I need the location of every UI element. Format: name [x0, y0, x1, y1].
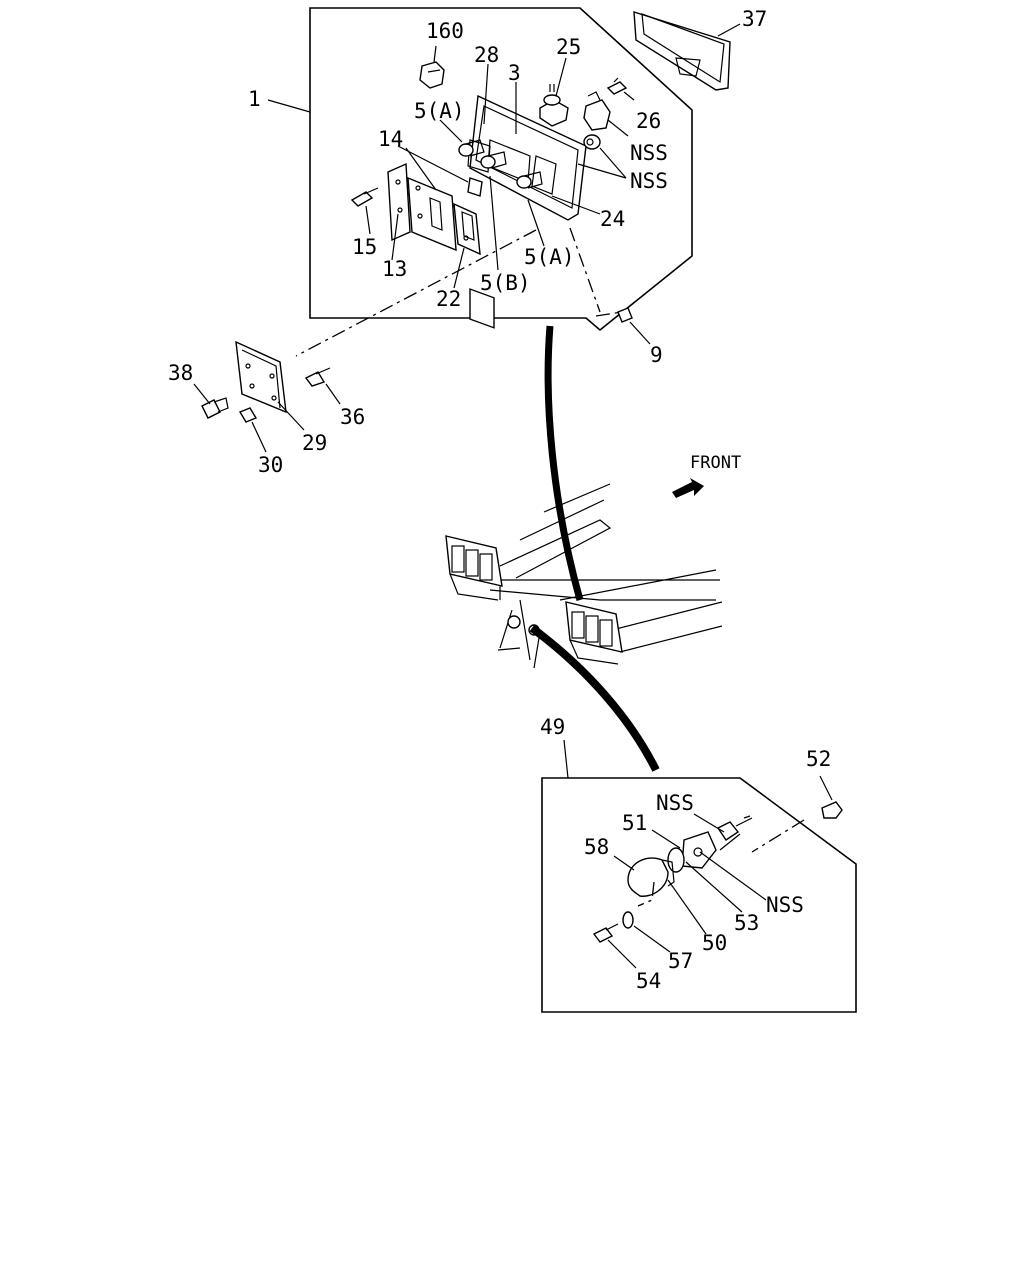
- bulb-part-58[interactable]: [627, 857, 675, 897]
- callout-51: 51: [622, 811, 647, 835]
- lamp-housing-part-3[interactable]: [467, 94, 587, 329]
- callout-nss-d: NSS: [766, 893, 804, 917]
- callout-30: 30: [258, 453, 283, 477]
- screw-part-15[interactable]: [350, 187, 379, 207]
- bulb-5a-top[interactable]: [458, 139, 485, 157]
- clip-part-26[interactable]: [583, 91, 611, 131]
- lens-part-22[interactable]: [453, 202, 481, 256]
- front-label: FRONT: [690, 453, 741, 473]
- rear-lamp-left[interactable]: [445, 535, 503, 601]
- rear-lamp-right[interactable]: [565, 601, 623, 665]
- callout-5a-bottom: 5(A): [524, 245, 575, 269]
- plug-part-52[interactable]: [821, 801, 843, 819]
- bracket-part-29[interactable]: [235, 340, 287, 414]
- truck-frame: [489, 483, 723, 669]
- callout-13: 13: [382, 257, 407, 281]
- callout-14: 14: [378, 127, 403, 151]
- callout-28: 28: [474, 43, 499, 67]
- nut-part-9[interactable]: [617, 307, 633, 323]
- callout-50: 50: [702, 931, 727, 955]
- callout-26: 26: [636, 109, 661, 133]
- nut-part-30[interactable]: [238, 407, 258, 423]
- callout-15: 15: [352, 235, 377, 259]
- callout-36: 36: [340, 405, 365, 429]
- callout-52: 52: [806, 747, 831, 771]
- callout-160: 160: [426, 19, 464, 43]
- bolt-part-38[interactable]: [201, 397, 229, 419]
- callout-54: 54: [636, 969, 661, 993]
- callout-38: 38: [168, 361, 193, 385]
- bulb-5b[interactable]: [480, 151, 507, 169]
- callout-25: 25: [556, 35, 581, 59]
- callout-53: 53: [734, 911, 759, 935]
- screw-part-26[interactable]: [606, 77, 628, 95]
- callout-5a-top: 5(A): [414, 99, 465, 123]
- lens-part-14[interactable]: [407, 176, 457, 252]
- callout-9: 9: [650, 343, 663, 367]
- callout-labels: 160 28 3 25 37 1 5(A) 26 14 NSS NSS 24 1…: [168, 7, 831, 993]
- front-arrow-icon: [672, 478, 704, 498]
- callout-3: 3: [508, 61, 521, 85]
- callout-nss-a: NSS: [630, 141, 668, 165]
- wire-nss[interactable]: [716, 815, 753, 851]
- lamp-assembly-detail-box: [309, 7, 693, 332]
- lamp-cover-part-37[interactable]: [633, 11, 731, 91]
- callout-58: 58: [584, 835, 609, 859]
- socket-part-51[interactable]: [667, 847, 685, 873]
- callout-57: 57: [668, 949, 693, 973]
- license-lamp-detail-box: [541, 777, 857, 1013]
- callout-49: 49: [540, 715, 565, 739]
- callout-22: 22: [436, 287, 461, 311]
- callout-24: 24: [600, 207, 625, 231]
- detail-leader-curves: [529, 325, 660, 772]
- callout-nss-c: NSS: [656, 791, 694, 815]
- socket-part-25[interactable]: [539, 84, 569, 127]
- callout-1: 1: [248, 87, 261, 111]
- callout-leader-lines: [193, 23, 833, 969]
- callout-29: 29: [302, 431, 327, 455]
- gasket-part-14[interactable]: [467, 177, 483, 197]
- mounting-centerlines: [295, 227, 623, 357]
- bolt-part-36[interactable]: [304, 367, 331, 387]
- screw-part-54[interactable]: [592, 923, 619, 943]
- grommet-nss[interactable]: [583, 134, 601, 150]
- callout-5b: 5(B): [480, 271, 531, 295]
- washer-part-57[interactable]: [622, 911, 634, 929]
- switch-part-160[interactable]: [419, 45, 445, 89]
- callout-37: 37: [742, 7, 767, 31]
- lower-dash-lines: [637, 819, 805, 907]
- lens-part-13[interactable]: [387, 162, 411, 242]
- bulb-5a-bottom[interactable]: [516, 171, 543, 189]
- callout-nss-b: NSS: [630, 169, 668, 193]
